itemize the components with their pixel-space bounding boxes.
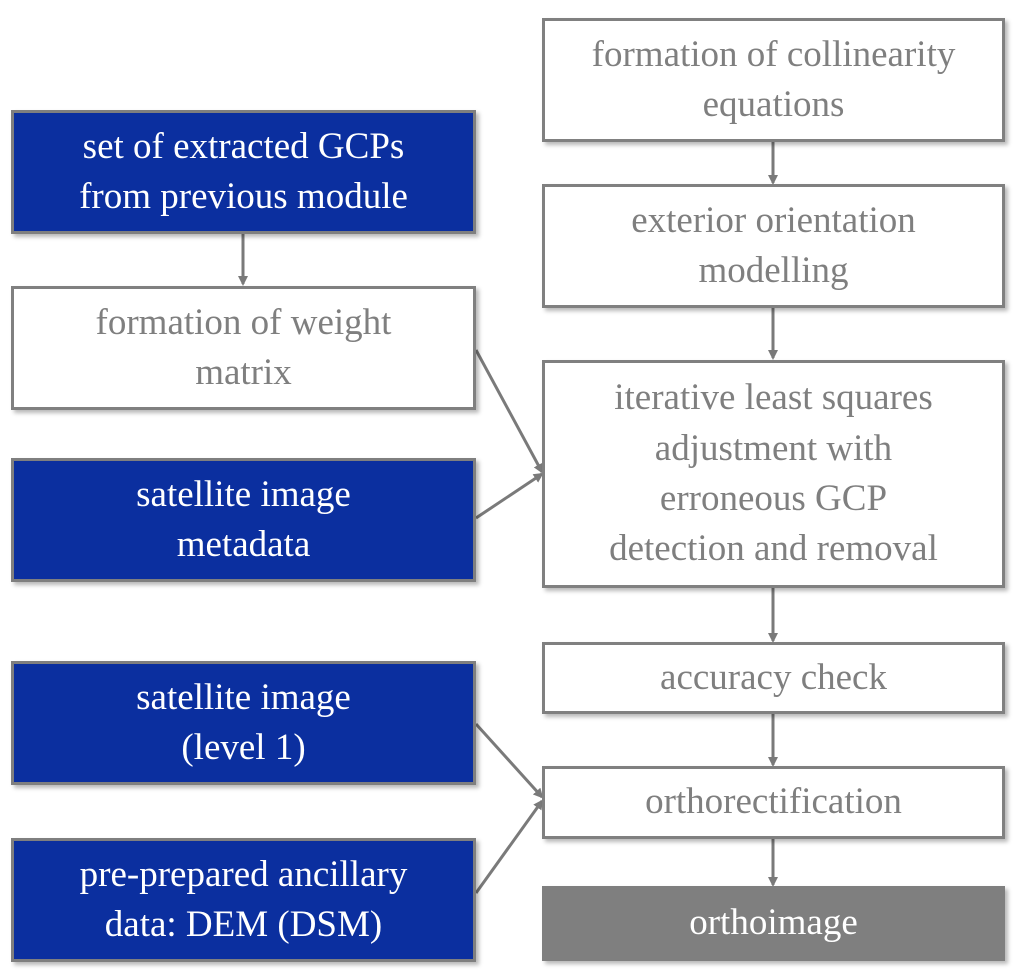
node-orthorectification-line-1: orthorectification xyxy=(645,781,902,823)
node-least-squares: iterative least squares adjustment with … xyxy=(542,360,1005,588)
node-weight-matrix-line-2: matrix xyxy=(195,352,292,393)
node-least-squares-line-4: detection and removal xyxy=(609,528,938,570)
node-least-squares-line-1: iterative least squares xyxy=(614,377,933,419)
node-least-squares-line-3: erroneous GCP xyxy=(659,478,888,519)
node-accuracy-check-line-1: accuracy check xyxy=(660,656,887,698)
node-ancillary-data-line-2: data: DEM (DSM) xyxy=(104,904,383,945)
node-least-squares-line-2: adjustment with xyxy=(654,427,893,469)
node-collinearity: formation of collinearity equations xyxy=(542,18,1005,142)
edge-image-level1-to-orthorectification xyxy=(474,722,544,799)
node-exterior-orientation: exterior orientation modelling xyxy=(542,184,1005,308)
node-orthoimage-line-1: orthoimage xyxy=(689,902,858,944)
node-ancillary-data: pre-prepared ancillary data: DEM (DSM) xyxy=(11,838,476,962)
node-image-level1-line-1: satellite image xyxy=(136,676,351,718)
node-collinearity-line-1: formation of collinearity xyxy=(591,33,956,75)
node-image-metadata: satellite image metadata xyxy=(11,458,476,582)
node-accuracy-check: accuracy check xyxy=(542,642,1005,714)
node-exterior-orientation-line-1: exterior orientation xyxy=(631,199,916,241)
node-image-metadata-line-2: metadata xyxy=(176,524,311,565)
edge-weight-matrix-to-least-squares xyxy=(474,349,544,474)
node-image-level1: satellite image (level 1) xyxy=(11,661,476,785)
edge-ancillary-data-to-orthorectification xyxy=(474,799,544,894)
node-image-level1-line-2: (level 1) xyxy=(181,727,306,768)
node-weight-matrix-line-1: formation of weight xyxy=(95,301,392,343)
node-image-metadata-line-1: satellite image xyxy=(136,473,351,515)
node-orthorectification: orthorectification xyxy=(542,766,1005,839)
node-collinearity-line-2: equations xyxy=(702,84,845,125)
node-ancillary-data-line-1: pre-prepared ancillary xyxy=(79,853,408,895)
node-weight-matrix: formation of weight matrix xyxy=(11,286,476,410)
node-orthoimage: orthoimage xyxy=(542,886,1005,961)
node-extracted-gcps-line-2: from previous module xyxy=(79,176,408,217)
node-extracted-gcps: set of extracted GCPs from previous modu… xyxy=(11,110,476,234)
edge-image-metadata-to-least-squares xyxy=(475,472,544,520)
node-extracted-gcps-line-1: set of extracted GCPs xyxy=(82,125,405,167)
node-exterior-orientation-line-2: modelling xyxy=(698,250,849,291)
